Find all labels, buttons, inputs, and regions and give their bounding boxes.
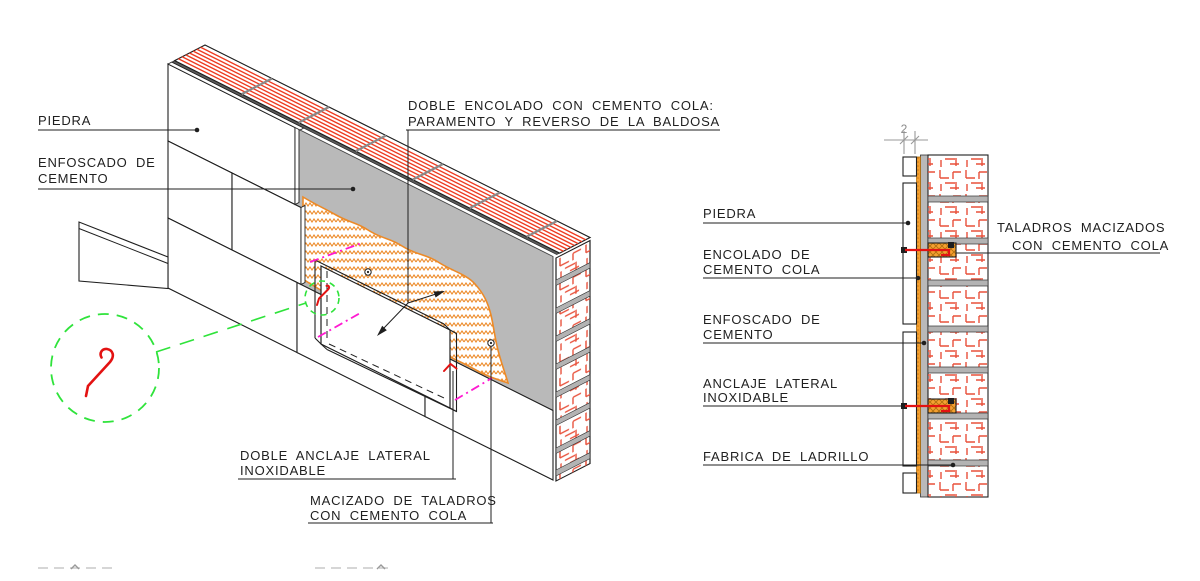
- label-fabrica: FABRICA DE LADRILLO: [703, 449, 869, 464]
- mortar-band: [927, 195, 989, 467]
- label-taladros-2: CON CEMENTO COLA: [1012, 238, 1169, 253]
- wall-left-return: [78, 221, 169, 290]
- anchor-hooks: [316, 284, 458, 372]
- section-leader-dots: [905, 220, 956, 468]
- anchor-plug: [901, 242, 957, 414]
- label-encolado-1: ENCOLADO DE: [703, 247, 810, 262]
- anchor-hook-small: [316, 284, 331, 306]
- arrowhead: [377, 325, 387, 336]
- sheet-bottom-marks: [38, 564, 388, 570]
- brick-top-joints: [241, 77, 558, 238]
- label-doble-encolado-1: DOBLE ENCOLADO CON CEMENTO COLA:: [408, 98, 714, 113]
- dimension-value: 2: [901, 122, 908, 136]
- stone-edge-face: [294, 124, 300, 206]
- render-strip: [920, 154, 929, 498]
- label-anclaje-1: ANCLAJE LATERAL: [703, 376, 838, 391]
- arrowhead: [433, 291, 445, 298]
- drill-hole-marker: [364, 268, 495, 347]
- label-enfoscado-iso-1: ENFOSCADO DE: [38, 155, 156, 170]
- brick-end-face: [555, 239, 591, 482]
- brick-top-hatch-lines: [178, 46, 586, 252]
- dimension: [884, 131, 928, 154]
- anchor-rod: [905, 248, 951, 413]
- label-macizado-1: MACIZADO DE TALADROS: [310, 493, 497, 508]
- brick-column: [927, 154, 989, 498]
- section-leaders: [703, 222, 1160, 466]
- wall-top-brick-band: [167, 44, 592, 255]
- label-taladros-1: TALADROS MACIZADOS: [997, 220, 1165, 235]
- adhesive-strip: [916, 156, 921, 494]
- anchor-hook-right: [443, 362, 458, 372]
- detail-callout-circle-big: [50, 313, 160, 423]
- label-doble-anclaje-2: INOXIDABLE: [240, 463, 326, 478]
- mortar-bands: [555, 262, 591, 477]
- tile-hidden-lines: [326, 271, 445, 399]
- detail-callout-circle-small: [304, 280, 340, 316]
- section-view: 2: [703, 122, 1169, 498]
- label-enfoscado-section-2: CEMENTO: [703, 327, 773, 342]
- iso-leaders: [38, 129, 720, 524]
- label-enfoscado-section-1: ENFOSCADO DE: [703, 312, 821, 327]
- leader-dots: [194, 127, 445, 336]
- detail-callout: [50, 280, 340, 423]
- stone-top-edge-strip: [167, 61, 305, 131]
- label-piedra-iso: PIEDRA: [38, 113, 91, 128]
- label-doble-anclaje-1: DOBLE ANCLAJE LATERAL: [240, 448, 431, 463]
- label-anclaje-2: INOXIDABLE: [703, 390, 789, 405]
- stone-column: [902, 156, 918, 494]
- label-encolado-2: CEMENTO COLA: [703, 262, 820, 277]
- label-macizado-2: CON CEMENTO COLA: [310, 508, 467, 523]
- label-enfoscado-iso-2: CEMENTO: [38, 171, 108, 186]
- stone-edge-face: [300, 204, 306, 286]
- label-doble-encolado-2: PARAMENTO Y REVERSO DE LA BALDOSA: [408, 114, 720, 129]
- centerline-magenta: [309, 242, 493, 401]
- detail-callout-leader: [155, 302, 307, 353]
- isometric-view: PIEDRA ENFOSCADO DE CEMENTO DOBLE ENCOLA…: [38, 44, 720, 524]
- label-piedra-section: PIEDRA: [703, 206, 756, 221]
- tile-panel: [314, 259, 458, 413]
- anchor-hook-enlarged: [84, 347, 115, 398]
